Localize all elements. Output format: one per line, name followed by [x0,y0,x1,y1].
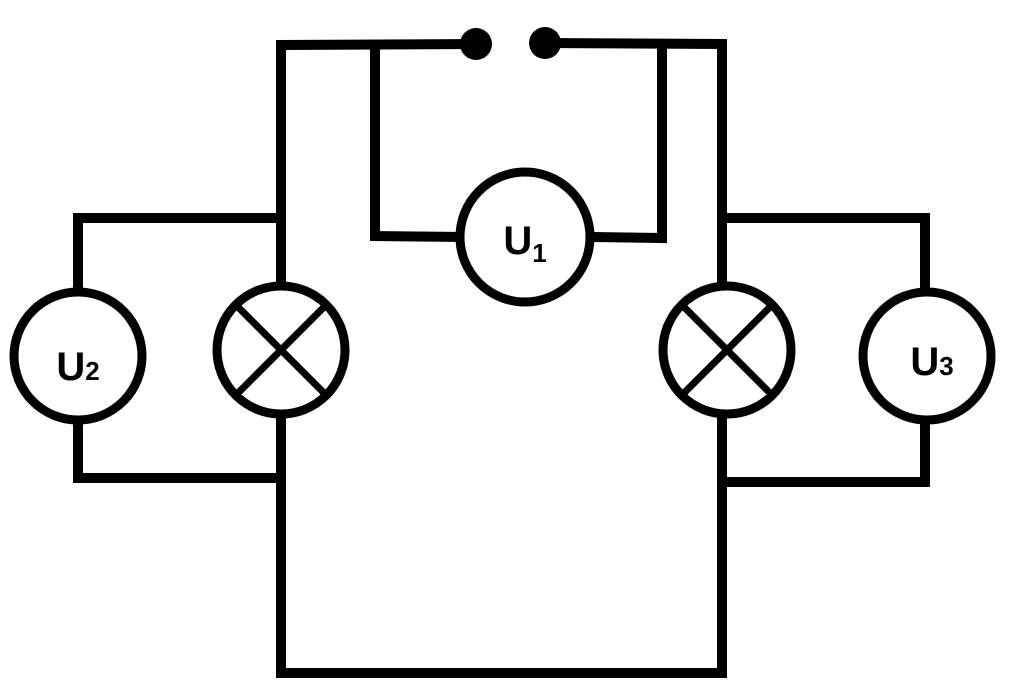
voltmeter-u1-label: U1 [503,219,546,268]
wire-u2-branch [73,213,286,297]
voltmeter-u2: U2 [9,287,147,425]
main-circuit-wires [276,37,727,678]
wire-top-left [276,37,727,678]
voltmeter-u2-label: U2 [56,345,99,389]
switch-terminal-left [460,28,492,60]
wire-u3-branch [717,213,930,297]
wire-u1-branch-right [584,41,667,244]
open-switch [460,27,561,60]
wire-u2-branch-bottom [73,415,286,483]
lamp-left [212,281,350,419]
wire-u3-branch-bottom [717,415,930,487]
voltmeter-u3: U3 [858,287,996,425]
lamp-right [658,281,796,419]
switch-terminal-right [529,27,561,59]
voltmeter-u1: U1 [455,167,595,307]
wire-u1-branch [370,41,466,243]
voltmeter-u3-label: U3 [910,340,953,384]
